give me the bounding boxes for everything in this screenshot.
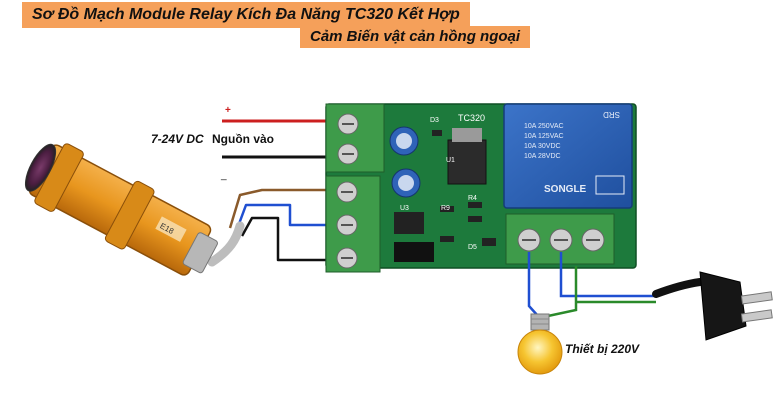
- plus-label: +: [225, 105, 231, 116]
- relay-code: SRD: [603, 110, 620, 119]
- relay-rating-1: 10A 250VAC: [524, 123, 564, 130]
- relay-module: TC320 D3 U1 R9 R4 D5 U3 SRD 10A 250VAC 1…: [325, 103, 637, 273]
- voltage-label: 7-24V DC: [151, 132, 204, 146]
- relay-rating-2: 10A 125VAC: [524, 133, 564, 140]
- board-model-label: TC320: [458, 113, 485, 123]
- wire-black-sensor: [240, 216, 332, 262]
- relay: [503, 103, 633, 209]
- wire-green-bulb: [547, 266, 578, 318]
- label-r4: R4: [468, 195, 477, 202]
- ic-u3: [394, 212, 424, 234]
- relay-rating-3: 10A 30VDC: [524, 143, 561, 150]
- relay-rating-4: 10A 28VDC: [524, 153, 561, 160]
- label-r9: R9: [441, 205, 450, 212]
- label-d3: D3: [430, 117, 439, 124]
- regulator-chip: [447, 139, 487, 185]
- light-bulb-icon: [517, 313, 563, 375]
- jumper-header: [394, 242, 434, 262]
- diagram-title: Sơ Đồ Mạch Module Relay Kích Đa Năng TC3…: [22, 2, 470, 28]
- label-d5: D5: [468, 244, 477, 251]
- diagram-subtitle: Cảm Biến vật cản hồng ngoại: [300, 26, 531, 48]
- device-label: Thiết bị 220V: [565, 342, 640, 356]
- wire-blue-plug: [559, 252, 656, 298]
- wire-blue-bulb: [527, 252, 539, 317]
- label-u3: U3: [400, 205, 409, 212]
- power-wires: [222, 119, 328, 159]
- output-wires: [527, 252, 656, 318]
- relay-brand: SONGLE: [544, 184, 587, 195]
- ir-sensor: E18: [24, 143, 218, 276]
- wire-brown: [228, 188, 332, 229]
- label-u1: U1: [446, 157, 455, 164]
- ac-plug-icon: [652, 271, 773, 341]
- sensor-cable: [207, 221, 245, 267]
- power-in-label: Nguồn vào: [212, 132, 274, 146]
- wire-blue: [234, 203, 332, 233]
- minus-label: _: [220, 170, 227, 181]
- sensor-wires: [207, 188, 332, 267]
